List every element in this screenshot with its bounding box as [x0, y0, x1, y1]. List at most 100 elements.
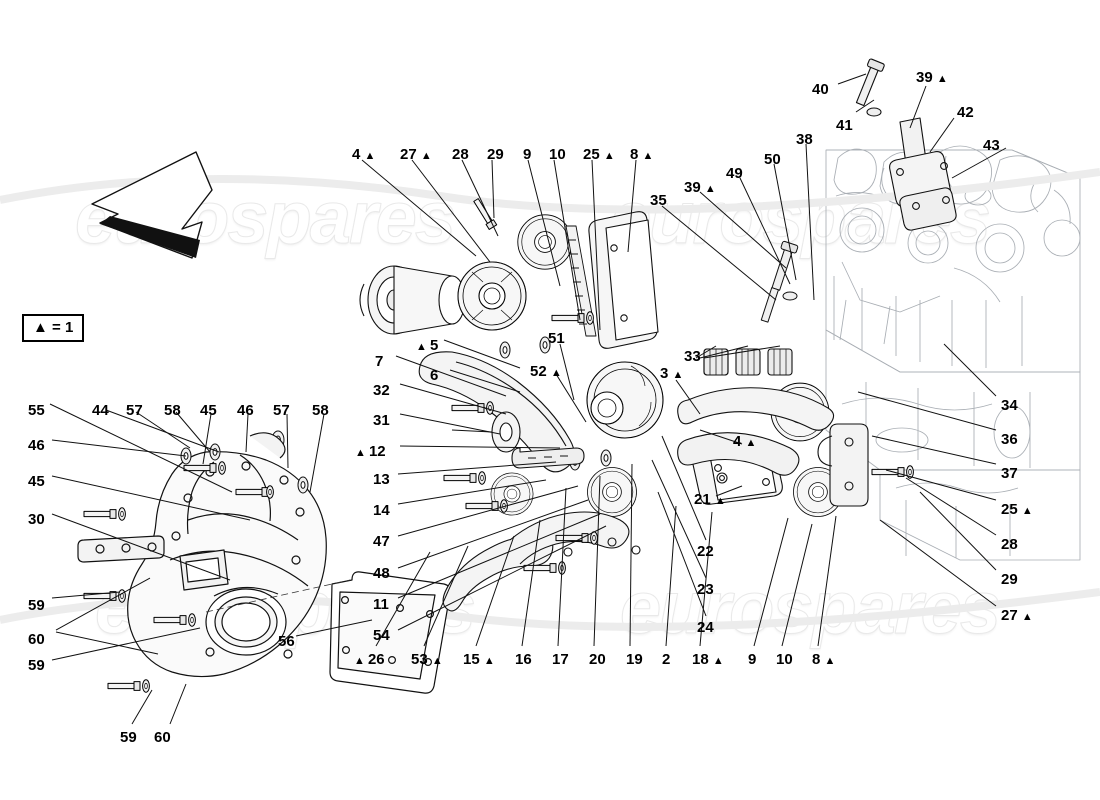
callout-label-34: 34 [1001, 397, 1018, 414]
callout-label-21: 21 ▲ [694, 491, 726, 508]
callout-label-25: 25 ▲ [583, 146, 615, 163]
triangle-icon: ▲ [936, 73, 948, 85]
triangle-icon: ▲ [483, 655, 495, 667]
callout-label-41: 41 [836, 117, 853, 134]
front-cover-assembly [77, 430, 451, 694]
triangle-icon: ▲ [420, 150, 432, 162]
callout-label-26: ▲ 26 [354, 651, 385, 668]
direction-arrow [91, 151, 213, 259]
tensioner-cylinders [703, 348, 793, 376]
timing-chain-strand [565, 225, 597, 337]
callout-label-16: 16 [515, 651, 532, 668]
callout-label-7: 7 [375, 353, 384, 370]
callout-label-23: 23 [697, 581, 714, 598]
variator-unit [359, 265, 466, 335]
leader-lines-right [857, 343, 997, 607]
callout-label-36: 36 [1001, 431, 1018, 448]
callout-label-8: 8 ▲ [812, 651, 836, 668]
callout-label-45: 45 [200, 402, 217, 419]
callout-label-58: 58 [164, 402, 181, 419]
callout-label-59: 59 [28, 597, 45, 614]
sprocket-lower-centre [587, 467, 637, 517]
callout-label-32: 32 [373, 382, 390, 399]
callout-label-42: 42 [957, 104, 974, 121]
callout-label-27: 27 ▲ [1001, 607, 1033, 624]
timing-drive-assembly [359, 58, 957, 612]
leader-lines-midleft [395, 339, 607, 631]
callout-label-5: ▲ 5 [416, 337, 439, 354]
callout-label-10: 10 [776, 651, 793, 668]
triangle-icon: ▲ [416, 341, 430, 353]
triangle-icon: ▲ [550, 367, 562, 379]
triangle-icon: ▲ [1021, 611, 1033, 623]
callout-label-57: 57 [126, 402, 143, 419]
engine-block-ghost [825, 145, 1081, 561]
callout-label-28: 28 [1001, 536, 1018, 553]
triangle-icon: ▲ [745, 437, 757, 449]
callout-label-10: 10 [549, 146, 566, 163]
callout-label-19: 19 [626, 651, 643, 668]
callout-label-8: 8 ▲ [630, 146, 654, 163]
callout-label-60: 60 [28, 631, 45, 648]
callout-label-50: 50 [764, 151, 781, 168]
crank-sprocket-main [586, 361, 664, 439]
triangle-icon: ▲ [355, 447, 369, 459]
leader-lines-upper-right [661, 73, 1007, 301]
callout-label-3: 3 ▲ [660, 365, 684, 382]
legend-text: ▲ = 1 [33, 319, 74, 336]
callout-label-2: 2 [662, 651, 671, 668]
leader-lines-left [49, 403, 373, 725]
triangle-icon: ▲ [1021, 505, 1033, 517]
triangle-icon: ▲ [714, 495, 726, 507]
callout-label-12: ▲ 12 [355, 443, 386, 460]
callout-label-33: 33 [684, 348, 701, 365]
sensor-and-bracket [855, 58, 957, 231]
callout-label-20: 20 [589, 651, 606, 668]
callout-label-37: 37 [1001, 465, 1018, 482]
leader-lines-bottom [375, 343, 837, 647]
callout-label-45: 45 [28, 473, 45, 490]
callout-label-18: 18 ▲ [692, 651, 724, 668]
callout-label-48: 48 [373, 565, 390, 582]
callout-label-57: 57 [273, 402, 290, 419]
callout-label-38: 38 [796, 131, 813, 148]
callout-label-22: 22 [697, 543, 714, 560]
callout-label-54: 54 [373, 627, 390, 644]
callout-label-4: 4 ▲ [352, 146, 376, 163]
callout-label-11: 11 [373, 596, 389, 613]
camshaft-sprocket-upper-left [457, 261, 527, 331]
callout-label-60: 60 [154, 729, 171, 746]
callout-label-52: 52 ▲ [530, 363, 562, 380]
callout-label-25: 25 ▲ [1001, 501, 1033, 518]
triangle-icon: ▲ [431, 655, 443, 667]
callout-label-44: 44 [92, 402, 109, 419]
leader-lines-top [361, 159, 637, 331]
callout-label-14: 14 [373, 502, 390, 519]
callout-label-46: 46 [28, 437, 45, 454]
callout-label-29: 29 [1001, 571, 1018, 588]
callout-label-49: 49 [726, 165, 743, 182]
callout-label-56: 56 [278, 633, 295, 650]
callout-label-39: 39 ▲ [916, 69, 948, 86]
callout-label-40: 40 [812, 81, 829, 98]
callout-label-30: 30 [28, 511, 45, 528]
callout-label-53: 53 ▲ [411, 651, 443, 668]
callout-label-51: 51 [548, 330, 565, 347]
callout-label-39: 39 ▲ [684, 179, 716, 196]
legend-box: ▲ = 1 [22, 314, 85, 342]
callout-label-27: 27 ▲ [400, 146, 432, 163]
callout-label-59: 59 [120, 729, 137, 746]
callout-label-13: 13 [373, 471, 390, 488]
callout-label-59: 59 [28, 657, 45, 674]
callout-label-58: 58 [312, 402, 329, 419]
callout-label-9: 9 [523, 146, 532, 163]
callout-label-15: 15 ▲ [463, 651, 495, 668]
callout-label-28: 28 [452, 146, 469, 163]
callout-label-6: 6 [430, 367, 439, 384]
triangle-icon: ▲ [824, 655, 836, 667]
callout-label-9: 9 [748, 651, 757, 668]
callout-label-43: 43 [983, 137, 1000, 154]
callout-label-17: 17 [552, 651, 569, 668]
